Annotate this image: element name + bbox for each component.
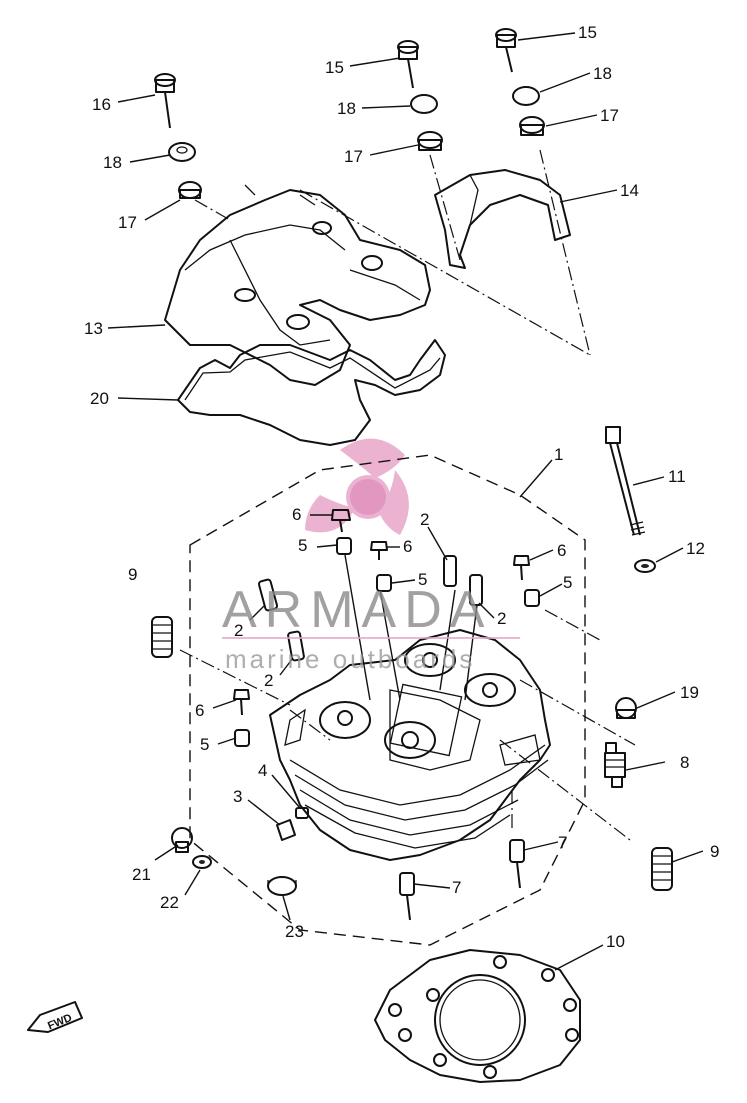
valve-parts [233,509,540,747]
callout-5: 5 [563,573,572,592]
head-gasket [374,949,581,1083]
callout-22: 22 [160,893,179,912]
callout-1: 1 [554,445,563,464]
assembly-lines-lower [179,609,636,841]
callout-18: 18 [103,153,122,172]
callout-23: 23 [285,922,304,941]
callout-6: 6 [557,541,566,560]
watermark-brand: ARMADA [222,581,492,639]
callout-19: 19 [680,683,699,702]
valve-cover [164,184,431,386]
callout-16: 16 [92,95,111,114]
callout-15: 15 [578,23,597,42]
callout-9: 9 [710,842,719,861]
callout-2: 2 [420,510,429,529]
callout-5: 5 [298,536,307,555]
spark-plug [604,742,626,788]
leader-lines [107,32,704,971]
callout-6: 6 [403,537,412,556]
callout-5: 5 [418,570,427,589]
callout-8: 8 [680,753,689,772]
fwd-arrow-icon: FWD [27,1001,83,1033]
callout-7: 7 [558,833,567,852]
watermark-text: ARMADA marine outboards [222,581,520,674]
callout-5: 5 [200,735,209,754]
side-cover [434,169,571,269]
callout-2: 2 [264,671,273,690]
head-assembly-boundary [189,454,586,946]
plug [615,697,637,719]
small-parts [171,807,309,896]
callout-17: 17 [600,106,619,125]
callout-11: 11 [668,467,686,486]
callout-18: 18 [337,99,356,118]
assembly-lines-top [194,149,591,356]
callout-10: 10 [606,932,625,951]
callout-21: 21 [132,865,151,884]
spring-right [651,847,673,891]
callout-3: 3 [233,787,242,806]
studs [399,839,525,921]
callout-13: 13 [84,319,103,338]
long-stud [605,426,656,573]
callout-20: 20 [90,389,109,408]
callout-2: 2 [497,609,506,628]
callout-12: 12 [686,539,705,558]
callout-6: 6 [292,505,301,524]
callout-15: 15 [325,58,344,77]
callout-4: 4 [258,761,267,780]
callout-17: 17 [344,147,363,166]
callout-9: 9 [128,565,137,584]
watermark-tagline: marine outboards [225,644,475,674]
fwd-label: FWD [46,1012,74,1033]
callout-6: 6 [195,701,204,720]
callout-labels: 16 18 17 13 20 15 18 17 15 18 17 14 1 11… [84,23,719,951]
callout-7: 7 [452,878,461,897]
callout-14: 14 [620,181,639,200]
callout-18: 18 [593,64,612,83]
spring-left [151,616,173,658]
top-fasteners [154,28,545,199]
cover-gasket [177,339,446,446]
callout-2: 2 [234,621,243,640]
cylinder-head [269,629,551,861]
callout-17: 17 [118,213,137,232]
watermark-logo [305,438,409,535]
